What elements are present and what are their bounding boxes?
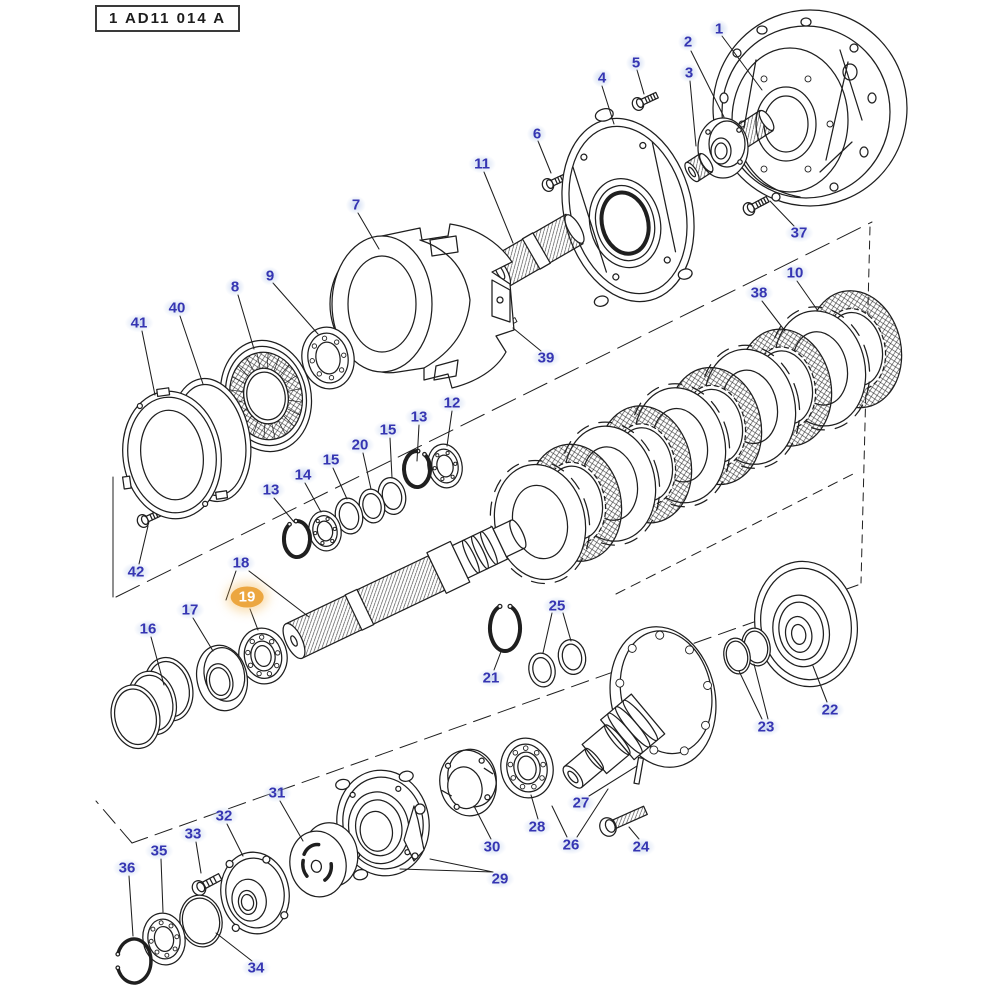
callout-25[interactable]: 25 [542,596,572,616]
split-bushing-30 [439,748,497,817]
callout-18[interactable]: 18 [226,553,256,573]
snap-ring-21 [488,604,522,653]
dowel-pin-27 [633,756,645,785]
callout-35[interactable]: 35 [144,841,174,861]
callout-40[interactable]: 40 [162,298,192,318]
callout-12[interactable]: 12 [437,393,467,413]
callout-3[interactable]: 3 [678,63,700,83]
callout-37[interactable]: 37 [784,223,814,243]
callout-38[interactable]: 38 [744,283,774,303]
callout-28[interactable]: 28 [522,817,552,837]
output-hub-26 [562,626,717,789]
pulley-disc-22 [753,560,859,688]
bearing-ring-14 [308,510,342,552]
callout-10[interactable]: 10 [780,263,810,283]
callout-36[interactable]: 36 [112,858,142,878]
snap-ring-13a [281,519,312,560]
callout-39[interactable]: 39 [531,348,561,368]
callout-2[interactable]: 2 [677,32,699,52]
hex-bolt-33 [191,873,223,896]
callout-42[interactable]: 42 [121,562,151,582]
splined-bushing [684,152,714,183]
input-shaft [488,213,585,288]
o-rings-25 [528,639,587,688]
callout-9[interactable]: 9 [259,266,281,286]
pump-plate [561,108,695,307]
callout-30[interactable]: 30 [477,837,507,857]
diagram-code-box: 1 AD11 014 A [95,5,241,32]
callout-16[interactable]: 16 [133,619,163,639]
ball-bearing-35 [142,912,186,966]
callout-22[interactable]: 22 [815,700,845,720]
callout-6[interactable]: 6 [526,124,548,144]
callout-13[interactable]: 13 [404,407,434,427]
callout-21[interactable]: 21 [476,668,506,688]
clutch-drum [329,223,515,389]
callout-19[interactable]: 19 [230,586,264,608]
main-shaft [282,519,527,660]
callout-32[interactable]: 32 [209,806,239,826]
callout-15[interactable]: 15 [373,420,403,440]
ball-bearing-19 [238,627,288,685]
callout-33[interactable]: 33 [178,824,208,844]
callout-8[interactable]: 8 [224,277,246,297]
callout-15[interactable]: 15 [316,450,346,470]
callout-27[interactable]: 27 [566,793,596,813]
callout-1[interactable]: 1 [708,19,730,39]
callout-29[interactable]: 29 [485,869,515,889]
callout-7[interactable]: 7 [345,195,367,215]
ball-bearing-28 [500,737,554,799]
bearing-retainer-29 [335,769,430,881]
ball-bearing-9 [301,326,355,390]
piston-rings-16 [110,656,194,750]
seal-ring-17 [195,644,249,712]
callout-14[interactable]: 14 [288,465,318,485]
hex-bolt-37 [742,195,770,216]
callout-41[interactable]: 41 [124,313,154,333]
callout-20[interactable]: 20 [345,435,375,455]
callout-5[interactable]: 5 [625,53,647,73]
converter-housing [712,9,908,207]
bearing-ring-12 [427,443,463,489]
callout-24[interactable]: 24 [626,837,656,857]
drive-wheel-31 [289,822,359,898]
callout-17[interactable]: 17 [175,600,205,620]
hex-bolt-24 [599,805,648,837]
release-fork [403,803,426,862]
callout-4[interactable]: 4 [591,68,613,88]
hex-bolt-5 [631,91,659,111]
snap-ring-13b [402,449,433,490]
pressure-plate-41 [121,387,229,520]
leader-lines [128,35,828,962]
callout-23[interactable]: 23 [751,717,781,737]
construction-lines [95,221,873,844]
seal-ring-15a [334,497,364,535]
clutch-pack [489,290,903,585]
callout-11[interactable]: 11 [468,154,496,174]
callout-31[interactable]: 31 [262,783,292,803]
callout-13[interactable]: 13 [256,480,286,500]
callout-26[interactable]: 26 [556,835,586,855]
hub-flange-32 [220,851,290,935]
callout-34[interactable]: 34 [241,958,271,978]
seal-ring-set [281,443,463,560]
snap-ring-36 [116,937,153,985]
